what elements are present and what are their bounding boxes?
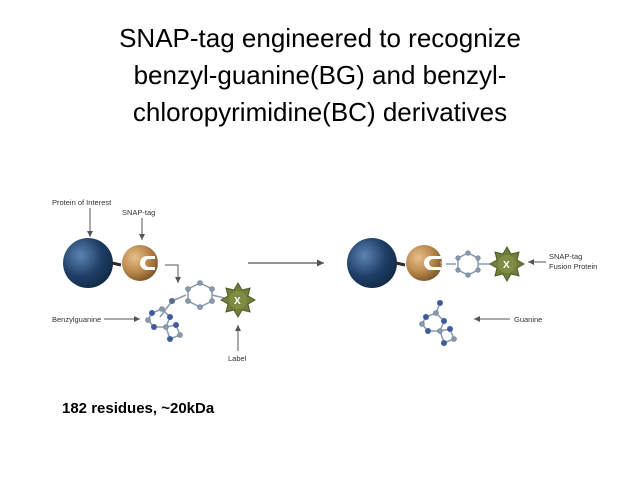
label-fusion-line-2: Fusion Protein <box>549 262 597 271</box>
label-fusion-line-1: SNAP-tag <box>549 252 582 261</box>
x-left: X <box>234 296 241 307</box>
left-reactants: Protein of Interest SNAP-tag S⁻ <box>52 198 257 363</box>
product-linker <box>395 261 406 267</box>
linker <box>111 261 122 267</box>
slide-title: SNAP-tag engineered to recognize benzyl-… <box>40 20 600 131</box>
label-star-right: X <box>488 245 526 283</box>
right-products: S X SNAP-tag Fusion Protein Guanine <box>347 238 597 347</box>
benzylguanine-molecule <box>145 280 229 343</box>
benzyl-linker-right <box>446 250 490 278</box>
label-star-left: X <box>219 281 257 319</box>
snap-tag-pocket <box>140 256 155 270</box>
label-protein-of-interest: Protein of Interest <box>52 198 112 207</box>
residues-footnote: 182 residues, ~20kDa <box>62 400 215 417</box>
label-snap-tag: SNAP-tag <box>122 208 155 217</box>
arrow-to-substrate <box>165 264 181 283</box>
protein-of-interest-sphere <box>63 238 113 288</box>
label-guanine: Guanine <box>514 315 542 324</box>
product-protein-sphere <box>347 238 397 288</box>
product-snap-tag-pocket <box>424 256 441 270</box>
title-line-2: benzyl-guanine(BG) and benzyl- <box>133 60 507 90</box>
guanine-molecule <box>419 299 457 347</box>
title-line-1: SNAP-tag engineered to recognize <box>119 23 521 53</box>
title-line-3: chloropyrimidine(BC) derivatives <box>132 97 508 127</box>
x-right: X <box>503 260 510 271</box>
snap-tag-reaction-diagram: Protein of Interest SNAP-tag S⁻ <box>52 198 597 363</box>
s-minus-label: S⁻ <box>157 262 164 268</box>
label-benzylguanine: Benzylguanine <box>52 315 101 324</box>
label-label: Label <box>228 354 247 363</box>
s-bond-label: S <box>440 262 444 268</box>
